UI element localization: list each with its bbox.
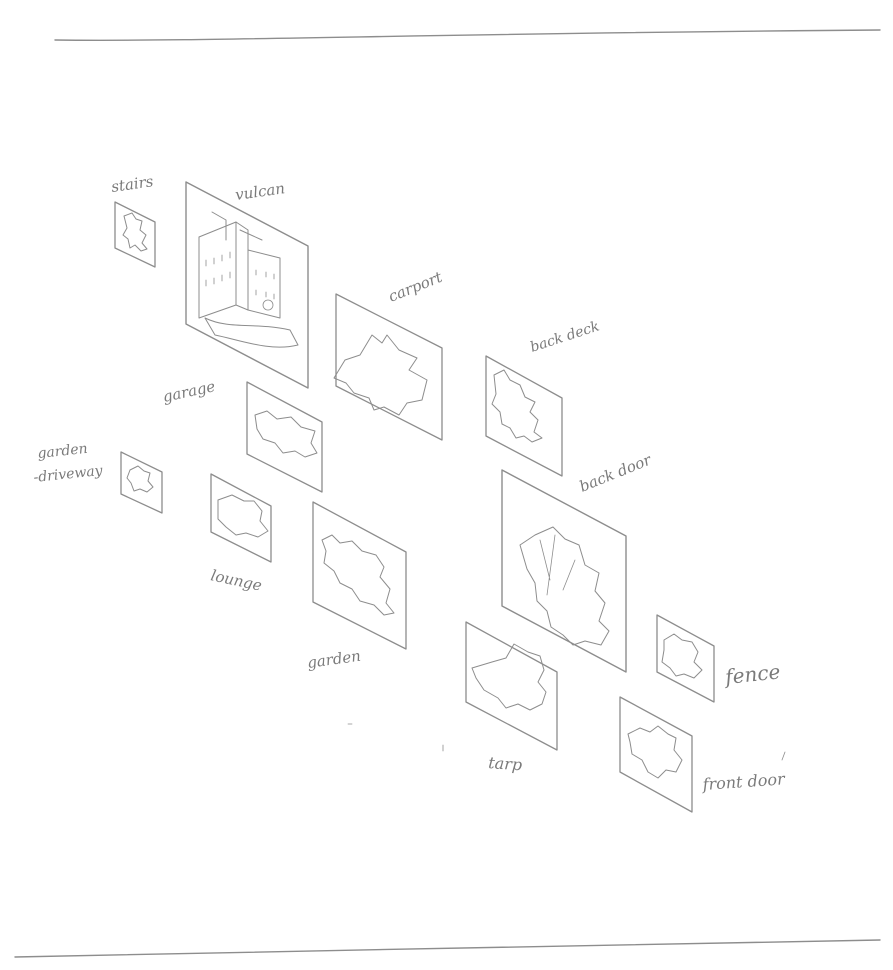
frame-lounge: [211, 474, 271, 562]
label-lounge: lounge: [209, 566, 263, 594]
label-garage: garage: [161, 377, 217, 406]
label-garden: garden: [306, 647, 362, 672]
label-tarp: tarp: [488, 753, 523, 774]
bottom-rule-line: [15, 940, 880, 957]
label-carport: carport: [386, 268, 446, 306]
frame-vulcan: [186, 182, 308, 388]
stray-mark: [348, 724, 785, 760]
frame-stairs: [115, 202, 155, 267]
frame-fence: [657, 615, 714, 702]
label-garden-driveway-line2: -driveway: [33, 463, 105, 486]
frame-garage: [247, 382, 322, 492]
label-garden-driveway-line1: garden: [37, 441, 89, 462]
frame-garden: [313, 502, 406, 649]
frame-garden-driveway: [121, 452, 162, 513]
frame-carport: [334, 294, 442, 440]
label-vulcan: vulcan: [234, 179, 286, 204]
label-back-door: back door: [577, 450, 655, 495]
frame-back-door: [502, 470, 626, 672]
label-stairs: stairs: [110, 172, 155, 196]
frame-front-door: [620, 697, 692, 812]
label-back-deck: back deck: [528, 318, 601, 355]
top-rule-line: [55, 30, 880, 40]
frame-tarp: [466, 622, 557, 750]
label-fence: fence: [722, 659, 781, 689]
frame-back-deck: [486, 356, 562, 476]
label-front-door: front door: [701, 769, 787, 794]
